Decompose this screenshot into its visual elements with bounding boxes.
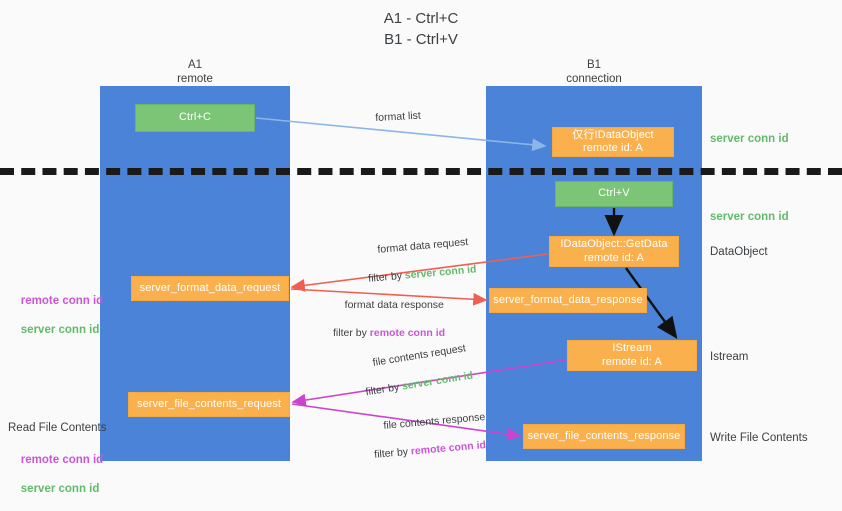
label-read-file-contents: Read File Contents: [8, 422, 107, 434]
connector-file-contents-response: [291, 403, 522, 441]
box-idataobject[interactable]: 仅行IDataObject remote id: A: [552, 127, 674, 157]
connector-file-contents-request: [291, 359, 567, 407]
box-ctrl-v[interactable]: Ctrl+V: [555, 181, 673, 207]
page-title: A1 - Ctrl+C B1 - Ctrl+V: [383, 10, 459, 48]
column-header-b1: B1 connection: [566, 59, 622, 85]
box-getdata-line2: remote id: A: [584, 251, 644, 264]
label-read-file-contents-group: Read File Contents remote conn id server…: [8, 392, 106, 511]
edge-label-format-data-response: format data response filter by remote co…: [333, 284, 445, 368]
column-header-a1: A1 remote: [177, 59, 213, 85]
box-getdata[interactable]: IDataObject::GetData remote id: A: [549, 236, 679, 267]
connector-format-list: [255, 117, 547, 152]
box-server-file-contents-response[interactable]: server_file_contents_response: [523, 424, 685, 449]
diagram-canvas: A1 - Ctrl+C B1 - Ctrl+V A1 remote B1 con…: [0, 10, 842, 495]
edge-label-format-data-response-line2: filter by remote conn id: [333, 327, 446, 339]
edge-label-format-list: format list: [375, 109, 422, 124]
connector-layer: [255, 117, 678, 441]
box-server-format-data-response[interactable]: server_format_data_response: [489, 288, 647, 313]
edge-label-file-contents-response-line1: file contents response: [382, 411, 486, 432]
label-server-conn-id-mid: server conn id: [710, 211, 789, 223]
box-server-file-contents-request-label: server_file_contents_request: [136, 397, 282, 410]
label-istream: Istream: [710, 351, 749, 363]
box-getdata-line1: IDataObject::GetData: [560, 238, 668, 250]
edge-label-format-data-request-line1: format data request: [376, 235, 469, 256]
box-server-file-contents-request[interactable]: server_file_contents_request: [128, 392, 290, 417]
connector-format-data-response: [290, 288, 488, 306]
box-server-format-data-response-label: server_format_data_response: [493, 293, 643, 306]
box-server-format-data-request[interactable]: server_format_data_request: [131, 276, 289, 301]
box-ctrl-c-label: Ctrl+C: [178, 111, 212, 124]
phase-divider: [0, 168, 842, 175]
box-ctrl-v-label: Ctrl+V: [598, 187, 630, 200]
edge-label-format-data-request-line2: filter by server conn id: [367, 263, 477, 285]
label-format-conn-ids: remote conn id server conn id: [8, 279, 103, 352]
box-idataobject-line2: remote id: A: [583, 142, 643, 154]
edge-label-file-contents-response: file contents response filter by remote …: [370, 396, 491, 490]
label-server-conn-id-top: server conn id: [710, 133, 789, 145]
edge-label-file-contents-request-line2: filter by server conn id: [364, 369, 474, 399]
connector-format-data-request: [290, 253, 549, 292]
box-istream-line1: IStream: [612, 342, 652, 354]
box-istream-line2: remote id: A: [602, 355, 662, 368]
label-format-server-conn-id: server conn id: [20, 323, 100, 336]
box-server-file-contents-response-label: server_file_contents_response: [527, 429, 681, 442]
box-server-format-data-request-label: server_format_data_request: [139, 281, 281, 294]
label-write-file-contents: Write File Contents: [710, 432, 808, 444]
edge-label-file-contents-response-line2: filter by remote conn id: [373, 439, 487, 461]
box-ctrl-c[interactable]: Ctrl+C: [135, 104, 255, 132]
label-format-remote-conn-id: remote conn id: [20, 294, 104, 307]
box-idataobject-line1: 仅行IDataObject: [572, 128, 654, 141]
box-istream[interactable]: IStream remote id: A: [567, 340, 697, 371]
label-readfile-remote-conn-id: remote conn id: [20, 454, 104, 466]
label-dataobject: DataObject: [710, 246, 768, 258]
edge-label-file-contents-request-line1: file contents request: [371, 342, 467, 369]
connector-getdata-to-istream: [625, 267, 678, 339]
edge-label-format-data-response-line1: format data response: [344, 299, 444, 311]
